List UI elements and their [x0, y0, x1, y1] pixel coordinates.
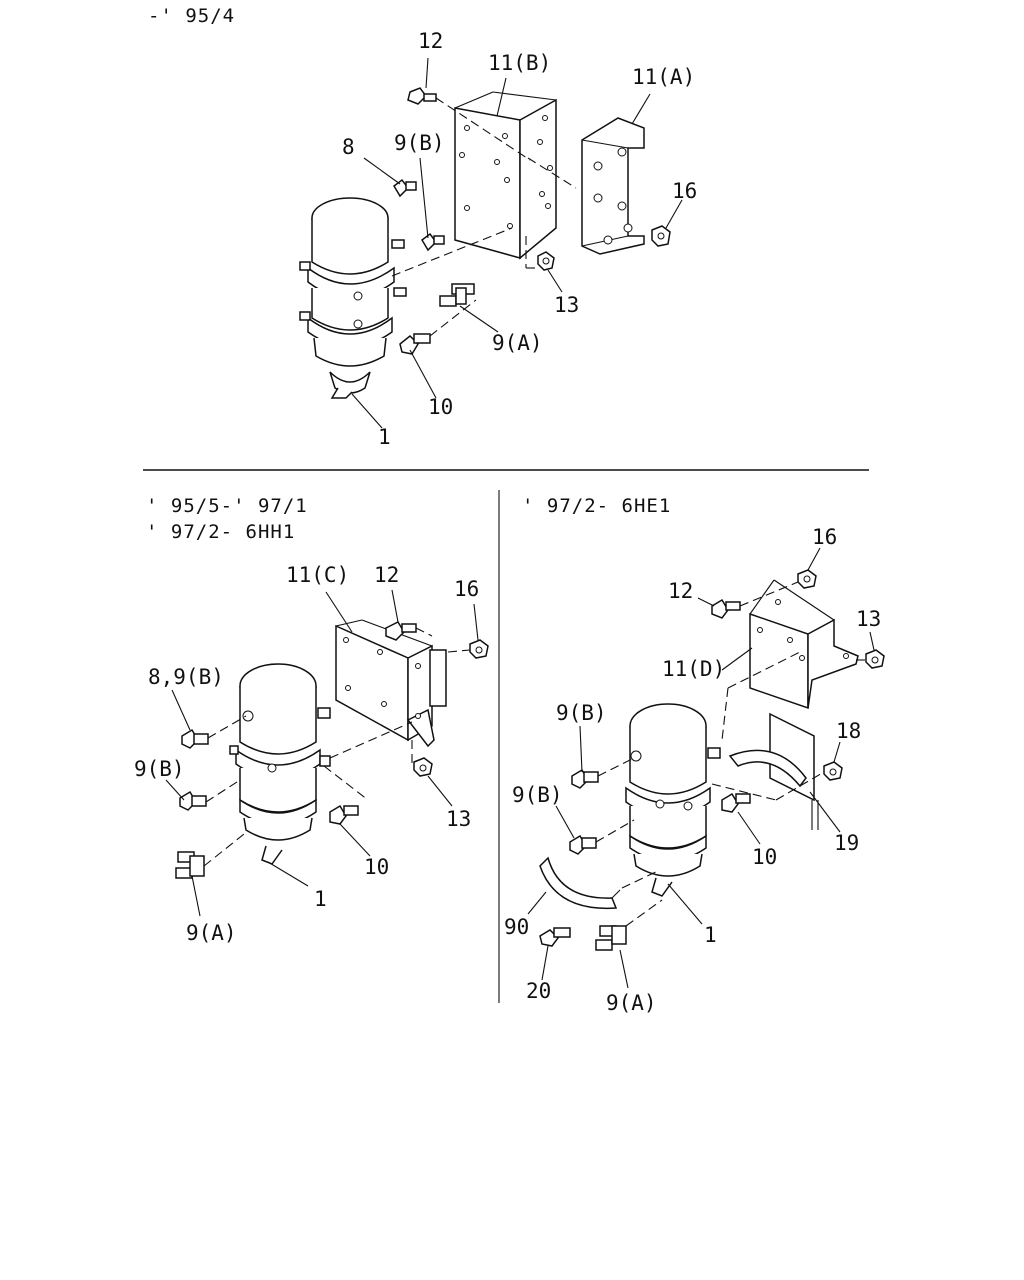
- bottom-left-assembly: 11(C) 12 16 8,9(B) 9(B) 13 10 1 9(A): [134, 563, 489, 945]
- callout-bl-11C: 11(C): [286, 563, 349, 587]
- bolt-12-bottom-left: [385, 621, 417, 641]
- callout-bl-8-9B: 8,9(B): [148, 665, 224, 689]
- callout-br-9B-lower: 9(B): [512, 783, 563, 807]
- callout-top-16: 16: [672, 179, 697, 203]
- callout-top-9A: 9(A): [492, 331, 543, 355]
- bracket-11C: [335, 619, 447, 748]
- callout-bl-10: 10: [364, 855, 389, 879]
- header-bottom-left-line2: ' 97/2- 6HH1: [146, 521, 295, 543]
- header-top: -' 95/4: [148, 5, 235, 27]
- callout-br-11D: 11(D): [662, 657, 725, 681]
- bolt-10-bottom-left: [329, 804, 359, 825]
- tank-part-1-top: [299, 197, 407, 399]
- header-bottom-right: ' 97/2- 6HE1: [522, 495, 671, 517]
- top-assembly: 12 11(B) 11(A) 8 9(B) 16 13 9(A) 10 1: [299, 29, 697, 449]
- tee-9A-bottom-left: [175, 851, 205, 879]
- nut-16-top: [651, 225, 671, 247]
- callout-br-9A: 9(A): [606, 991, 657, 1015]
- callout-top-1: 1: [378, 425, 391, 449]
- callout-top-8: 8: [342, 135, 355, 159]
- callout-br-10: 10: [752, 845, 777, 869]
- callout-bl-16: 16: [454, 577, 479, 601]
- callout-br-12: 12: [668, 579, 693, 603]
- callout-top-13: 13: [554, 293, 579, 317]
- tee-9A-bottom-right: [595, 925, 627, 951]
- bolt-12-bottom-right: [711, 598, 741, 619]
- callout-br-19: 19: [834, 831, 859, 855]
- fitting-9B-top: [421, 232, 445, 252]
- callout-br-16: 16: [812, 525, 837, 549]
- bolt-10-bottom-right: [721, 792, 751, 813]
- bolt-20-bottom-right: [539, 927, 571, 947]
- callout-br-90: 90: [504, 915, 529, 939]
- elbow-8-9B-bottom-left: [181, 728, 209, 749]
- bracket-11B: [454, 91, 557, 260]
- fitting-8-top: [393, 178, 417, 198]
- callout-top-12: 12: [418, 29, 443, 53]
- callout-top-9B: 9(B): [394, 131, 445, 155]
- band-bracket-19: [728, 712, 819, 830]
- nut-13-bottom-right: [865, 649, 885, 669]
- nut-13-bottom-left: [413, 757, 433, 777]
- bolt-10-top: [399, 333, 431, 355]
- bolt-12-top: [407, 87, 437, 105]
- tank-part-1-bottom-left: [229, 663, 331, 865]
- elbow-9B-bottom-left: [179, 790, 207, 811]
- elbow-9B-upper-bottom-right: [571, 768, 599, 789]
- bottom-right-assembly: 16 12 13 11(D) 9(B) 18 9(B) 10 19 90 1 2…: [504, 525, 885, 1015]
- callout-br-9B-upper: 9(B): [556, 701, 607, 725]
- callout-br-20: 20: [526, 979, 551, 1003]
- callout-bl-9A: 9(A): [186, 921, 237, 945]
- tee-9A-top: [439, 283, 475, 307]
- header-bottom-left-line1: ' 95/5-' 97/1: [146, 495, 308, 517]
- callout-bl-9B: 9(B): [134, 757, 185, 781]
- nut-18-bottom-right: [823, 761, 843, 781]
- callout-bl-1: 1: [314, 887, 327, 911]
- nut-13-top: [537, 251, 555, 271]
- callout-br-18: 18: [836, 719, 861, 743]
- elbow-9B-lower-bottom-right: [569, 834, 597, 855]
- nut-16-bottom-right: [797, 569, 817, 589]
- callout-br-13: 13: [856, 607, 881, 631]
- bracket-11A: [581, 117, 645, 255]
- callout-br-1: 1: [704, 923, 717, 947]
- callout-top-10: 10: [428, 395, 453, 419]
- callout-top-11B: 11(B): [488, 51, 551, 75]
- bracket-11D: [749, 579, 859, 710]
- callout-bl-13: 13: [446, 807, 471, 831]
- callout-top-11A: 11(A): [632, 65, 695, 89]
- callout-bl-12: 12: [374, 563, 399, 587]
- nut-16-bottom-left: [469, 639, 489, 659]
- band-clamp-90: [539, 856, 621, 910]
- tank-part-1-bottom-right: [625, 703, 721, 897]
